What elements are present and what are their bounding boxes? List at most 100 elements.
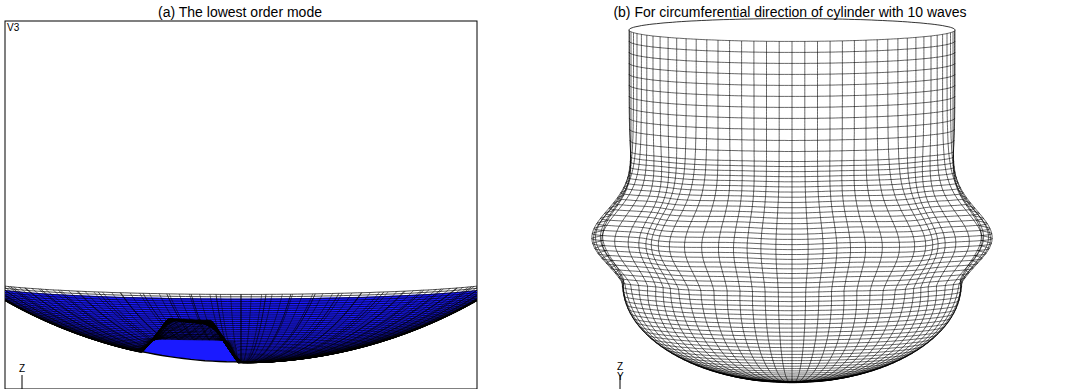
mesh-line — [241, 279, 477, 362]
mesh-line — [592, 33, 792, 382]
mesh-line — [241, 281, 477, 362]
mesh-line — [94, 292, 241, 362]
mesh-line — [5, 278, 477, 294]
mesh-line — [792, 39, 926, 382]
axis-line — [22, 375, 23, 389]
mesh-line — [241, 294, 272, 363]
mesh-line — [792, 41, 837, 382]
mesh-line — [179, 294, 241, 362]
mesh-line — [169, 294, 241, 362]
mesh-line — [241, 281, 477, 362]
mesh-line — [103, 292, 242, 362]
mesh-line — [241, 285, 477, 362]
mesh-line — [792, 39, 915, 382]
mesh-line — [241, 283, 477, 362]
mesh-line — [792, 40, 882, 382]
mesh-line — [241, 285, 477, 362]
mesh-line — [792, 40, 900, 382]
mesh-line — [747, 41, 792, 382]
mesh-line — [792, 34, 982, 382]
mesh-line — [241, 287, 469, 362]
mesh-line — [5, 283, 241, 362]
mesh-line — [5, 278, 477, 362]
mesh-line — [231, 294, 241, 363]
mesh-line — [669, 39, 792, 382]
mesh-line — [241, 287, 471, 363]
mesh-line — [658, 39, 792, 382]
mesh-line — [241, 284, 477, 362]
mesh-line — [5, 285, 241, 362]
mesh-line — [220, 294, 241, 363]
mesh-line — [792, 32, 989, 382]
mesh-line — [615, 35, 792, 382]
mesh-line — [241, 294, 293, 363]
mesh-line — [5, 284, 241, 362]
view-label: V3 — [7, 23, 19, 33]
mesh-line — [646, 37, 792, 382]
mesh-line — [5, 283, 241, 363]
mesh-line — [5, 280, 241, 362]
mesh-line — [241, 286, 477, 362]
mesh-line — [5, 279, 241, 362]
mesh-line — [11, 287, 241, 362]
mesh-line — [210, 294, 241, 362]
mesh-line — [159, 294, 241, 362]
mesh-line — [241, 283, 477, 363]
mesh-line — [792, 30, 981, 382]
mesh-line — [792, 41, 823, 382]
mesh-line — [216, 294, 241, 363]
mesh-line — [734, 41, 793, 382]
mesh-line — [792, 41, 793, 382]
mesh-line — [241, 294, 242, 363]
mesh-line — [130, 293, 241, 362]
mesh-line — [241, 294, 251, 363]
figure-caption: (a) The lowest order mode — [158, 5, 322, 19]
mesh-line — [5, 278, 477, 362]
mesh-line — [629, 30, 955, 41]
mesh-line — [241, 285, 477, 362]
mesh-line — [792, 41, 851, 382]
mesh-line — [5, 285, 241, 362]
mesh-line — [200, 294, 241, 362]
mesh-line — [241, 280, 477, 362]
mesh-line — [639, 37, 792, 382]
mesh-line — [596, 32, 793, 382]
mesh-line — [120, 293, 241, 363]
axis-label: Y — [617, 372, 624, 382]
mesh-line — [241, 294, 315, 363]
mesh-line — [53, 290, 241, 362]
mesh-line — [14, 287, 242, 362]
mesh-line — [792, 36, 956, 382]
mesh-line — [792, 41, 866, 383]
mesh-line — [140, 293, 241, 362]
mesh-line — [241, 283, 477, 363]
mesh-line — [651, 38, 792, 382]
mesh-line — [792, 41, 808, 382]
mesh-line — [5, 282, 241, 362]
mode-mesh — [5, 278, 477, 363]
mesh-line — [685, 40, 793, 382]
mesh-line — [46, 289, 241, 362]
mesh-line — [241, 280, 477, 362]
mesh-line — [792, 37, 938, 382]
mesh-line — [189, 294, 241, 363]
mesh-line — [241, 294, 266, 363]
mesh-line — [241, 292, 380, 363]
mesh-line — [602, 34, 792, 382]
axis-label: Z — [617, 362, 623, 372]
axis-label: Z — [19, 364, 25, 374]
mesh-line — [241, 284, 477, 362]
mesh-line — [241, 284, 477, 362]
mesh-line — [629, 19, 955, 30]
mesh-line — [241, 294, 262, 363]
mesh-line — [792, 37, 945, 382]
mesh-line — [719, 41, 793, 383]
mesh-line — [85, 292, 241, 363]
mesh-line — [792, 38, 933, 382]
mesh-line — [77, 291, 241, 362]
mesh-line — [241, 294, 333, 363]
mesh-line — [241, 288, 463, 363]
mesh-line — [241, 282, 477, 362]
mesh-line — [241, 291, 405, 362]
